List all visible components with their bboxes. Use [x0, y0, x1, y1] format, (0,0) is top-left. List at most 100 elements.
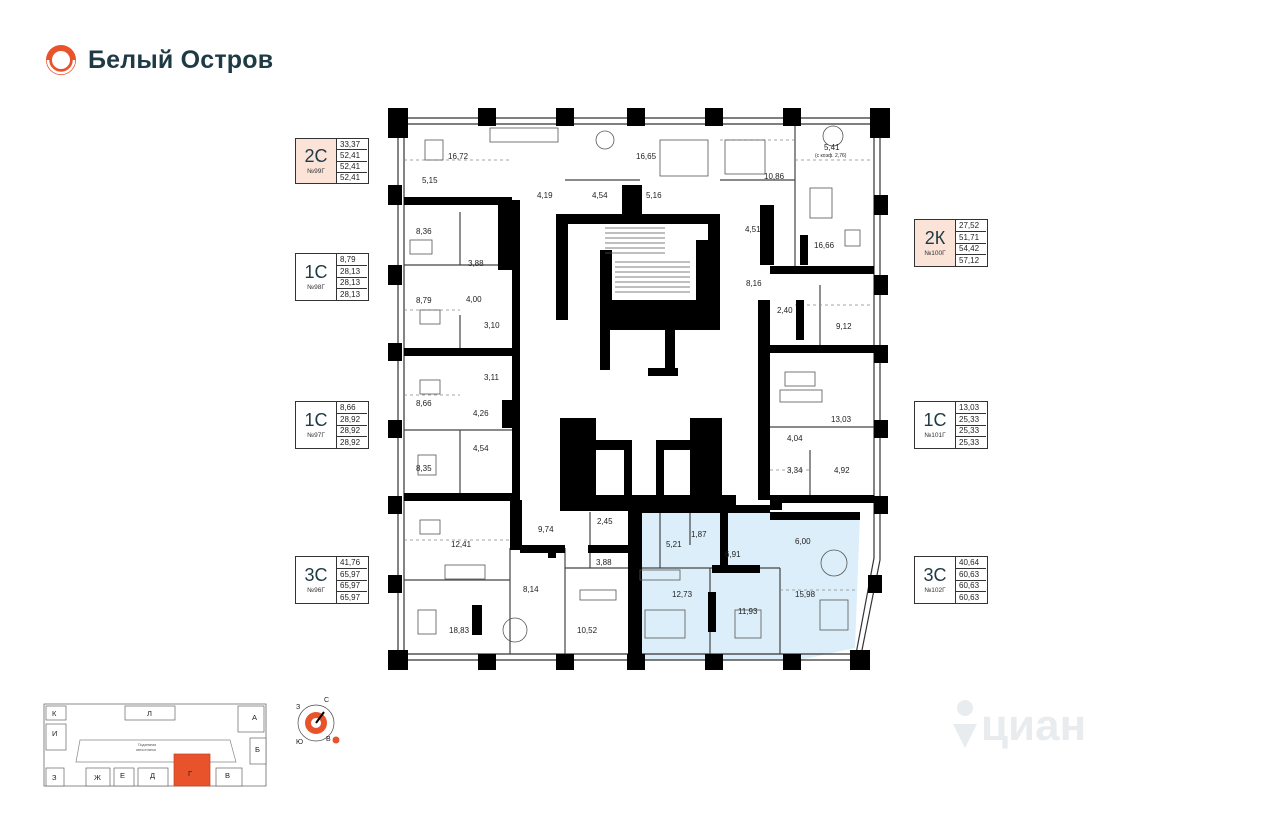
- compass-ring: [297, 704, 335, 742]
- unit-area-value: 57,12: [959, 256, 980, 266]
- minimap-section-i[interactable]: [45, 723, 67, 751]
- room-area: 3,10: [484, 321, 500, 330]
- room-area: 5,16: [646, 191, 662, 200]
- room-area: 8,66: [416, 399, 432, 408]
- unit-card-97[interactable]: 1С №97Г 8,66 28,92 28,92 28,92: [295, 401, 369, 449]
- room-area: 4,00: [466, 295, 482, 304]
- room-area: 11,93: [738, 607, 758, 616]
- room-area: 4,04: [787, 434, 803, 443]
- room-area: 8,35: [416, 464, 432, 473]
- room-area: 8,14: [523, 585, 539, 594]
- room-area: 9,74: [538, 525, 554, 534]
- unit-area-value: 25,33: [956, 426, 986, 438]
- unit-number: №98Г: [307, 284, 325, 291]
- room-area: 3,88: [596, 558, 612, 567]
- minimap-section-l[interactable]: [124, 705, 176, 721]
- unit-type: 1С №98Г: [296, 254, 337, 300]
- stairs: [605, 227, 690, 293]
- room-area: 4,54: [592, 191, 608, 200]
- room-area: 18,83: [449, 626, 470, 635]
- minimap-label: К: [52, 709, 57, 718]
- minimap-section-a[interactable]: [237, 705, 265, 733]
- highlighted-apartment-zone: [640, 510, 860, 660]
- minimap-section-b[interactable]: [249, 737, 267, 765]
- minimap-section-g-active[interactable]: [173, 753, 211, 787]
- minimap-label: Б: [255, 745, 260, 754]
- unit-area-value: 27,52: [956, 220, 986, 232]
- unit-areas: 13,03 25,33 25,33 25,33: [956, 402, 986, 448]
- minimap-section-z[interactable]: [45, 767, 65, 787]
- unit-card-98[interactable]: 1С №98Г 8,79 28,13 28,13 28,13: [295, 253, 369, 301]
- unit-area-value: 60,63: [956, 581, 986, 593]
- room-area: 4,54: [473, 444, 489, 453]
- unit-card-101[interactable]: 1С №101Г 13,03 25,33 25,33 25,33: [914, 401, 988, 449]
- room-area: 4,51: [745, 225, 761, 234]
- minimap-label: Л: [147, 709, 152, 718]
- room-area: 5,41: [824, 143, 840, 152]
- room-area: 5,15: [422, 176, 438, 185]
- unit-area-value: 51,71: [956, 232, 986, 244]
- unit-area-value: 8,79: [337, 254, 367, 266]
- minimap-section-k[interactable]: [45, 705, 67, 721]
- minimap-section-v[interactable]: [215, 767, 243, 787]
- room-area: 8,36: [416, 227, 432, 236]
- unit-number: №97Г: [307, 432, 325, 439]
- room-area: 4,19: [537, 191, 553, 200]
- watermark-icon: [957, 700, 973, 716]
- unit-type-label: 1С: [304, 410, 328, 430]
- unit-area-value: 60,63: [959, 593, 980, 603]
- minimap-outline: [43, 703, 267, 787]
- compass-marker-icon: [332, 736, 340, 744]
- unit-card-100[interactable]: 2К №100Г 27,52 51,71 54,42 57,12: [914, 219, 988, 267]
- brand-logo-icon: [46, 45, 76, 75]
- watermark-text: циан: [981, 701, 1086, 750]
- brand-name: Белый Остров: [88, 45, 274, 74]
- unit-area-value: 60,63: [956, 569, 986, 581]
- unit-area-value: 65,97: [340, 593, 361, 603]
- unit-area-value: 25,33: [956, 414, 986, 426]
- unit-type-label: 3С: [304, 565, 328, 585]
- room-labels: 16,72 16,65 5,41 (с коэф. 2,76) 5,15 4,1…: [416, 143, 852, 635]
- unit-type: 1С №97Г: [296, 402, 337, 448]
- unit-area-value: 28,13: [337, 278, 367, 290]
- brand-header: Белый Остров: [44, 40, 273, 80]
- unit-area-value: 65,97: [337, 569, 367, 581]
- unit-areas: 8,66 28,92 28,92 28,92: [337, 402, 367, 448]
- minimap-label: Ж: [94, 773, 101, 782]
- unit-area-value: 25,33: [959, 438, 980, 448]
- unit-areas: 41,76 65,97 65,97 65,97: [337, 557, 367, 603]
- minimap-label: Е: [120, 771, 125, 780]
- unit-number: №96Г: [307, 587, 325, 594]
- minimap-section-zh[interactable]: [85, 767, 111, 787]
- unit-number: №101Г: [924, 432, 946, 439]
- unit-card-102[interactable]: 3С №102Г 40,64 60,63 60,63 60,63: [914, 556, 988, 604]
- unit-area-value: 52,41: [337, 150, 367, 162]
- unit-number: №99Г: [307, 168, 325, 175]
- building-minimap: К Л А И Б З Ж Е Д Г В Подземная автостоя…: [43, 703, 267, 787]
- unit-type-label: 3С: [923, 565, 947, 585]
- unit-area-value: 41,76: [337, 557, 367, 569]
- watermark: циан: [953, 700, 1086, 750]
- minimap-label: Г: [188, 769, 192, 778]
- room-area: 2,40: [777, 306, 793, 315]
- furniture: [409, 125, 861, 643]
- unit-type-label: 2К: [924, 228, 946, 248]
- unit-card-99[interactable]: 2С №99Г 33,37 52,41 52,41 52,41: [295, 138, 369, 184]
- compass-label-west: З: [296, 704, 300, 711]
- load-bearing-walls: [388, 108, 890, 670]
- room-area: 10,86: [764, 172, 785, 181]
- unit-card-96[interactable]: 3С №96Г 41,76 65,97 65,97 65,97: [295, 556, 369, 604]
- unit-area-value: 52,41: [337, 162, 367, 173]
- room-area: 12,73: [672, 590, 693, 599]
- minimap-parking-label: Подземная: [138, 743, 156, 747]
- minimap-section-e[interactable]: [113, 767, 135, 787]
- minimap-label: В: [225, 771, 230, 780]
- room-area: 3,34: [787, 466, 803, 475]
- room-area: 8,79: [416, 296, 432, 305]
- room-area: 4,92: [834, 466, 850, 475]
- unit-number: №102Г: [924, 587, 946, 594]
- room-area: 8,16: [746, 279, 762, 288]
- unit-type: 2К №100Г: [915, 220, 956, 266]
- minimap-section-d[interactable]: [137, 767, 169, 787]
- unit-area-value: 52,41: [340, 173, 361, 183]
